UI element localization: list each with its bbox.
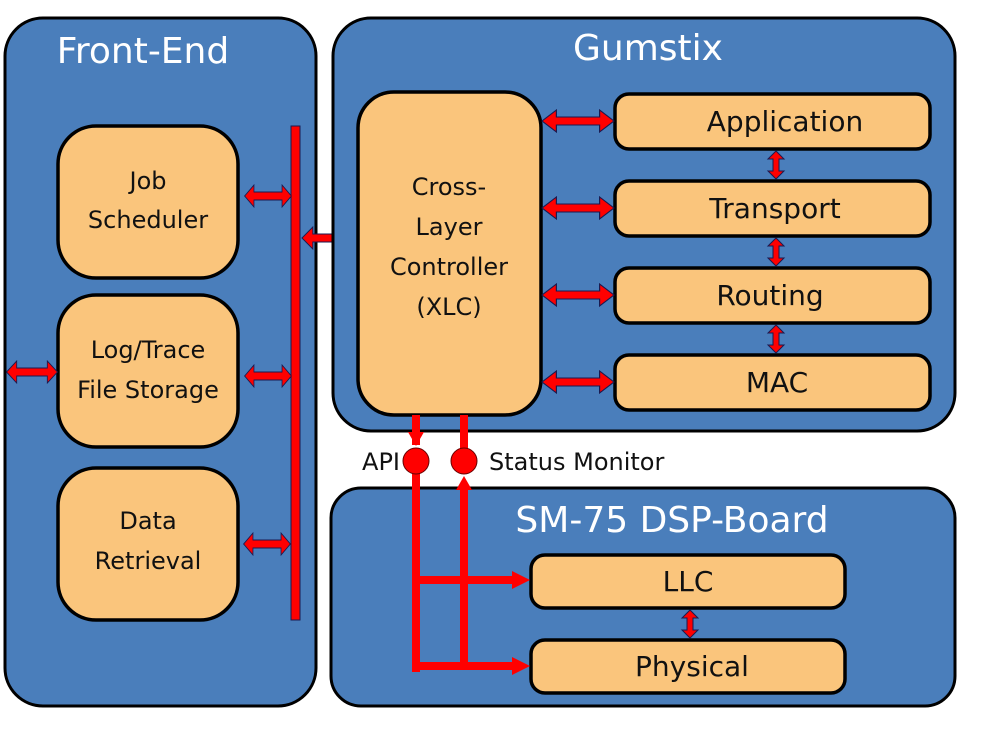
data-retrieval-box[interactable]: Data Retrieval: [56, 466, 240, 622]
gumstix-title: Gumstix: [573, 28, 723, 69]
physical-layer-box[interactable]: Physical: [529, 638, 847, 695]
llc-arrowhead: [512, 571, 530, 589]
xlc-box[interactable]: Cross- Layer Controller (XLC): [356, 90, 543, 417]
routing-label: Routing: [716, 279, 823, 312]
status-line-top: [460, 415, 468, 453]
front-end-bus: [290, 125, 301, 621]
xlc-line1: Cross-: [412, 173, 486, 201]
log-trace-line2: File Storage: [77, 376, 219, 404]
api-line-down: [412, 460, 420, 672]
api-dot-icon: [402, 447, 430, 475]
mac-layer-box[interactable]: MAC: [613, 353, 932, 412]
physical-arrowhead: [512, 657, 530, 675]
status-dot-icon: [450, 447, 478, 475]
api-arrowhead: [408, 432, 424, 446]
application-label: Application: [707, 105, 863, 138]
data-retrieval-line2: Retrieval: [95, 547, 202, 575]
xlc-line4: (XLC): [416, 293, 481, 321]
job-scheduler-box[interactable]: Job Scheduler: [56, 124, 240, 280]
status-line-down: [460, 484, 468, 666]
dsp-board-panel: SM-75 DSP-Board LLC Physical: [329, 486, 957, 708]
status-arrowhead: [456, 476, 472, 490]
api-label: API: [362, 448, 400, 476]
xlc-line2: Layer: [416, 213, 483, 241]
application-layer-box[interactable]: Application: [613, 92, 932, 151]
xlc-line3: Controller: [390, 253, 508, 281]
front-end-panel: Front-End Job Scheduler Log/Trace File S…: [3, 16, 318, 708]
transport-layer-box[interactable]: Transport: [613, 179, 932, 238]
front-end-title: Front-End: [57, 31, 229, 72]
gumstix-panel: Gumstix Cross- Layer Controller (XLC) Ap…: [331, 16, 957, 433]
job-scheduler-line1: Job: [128, 167, 167, 195]
mac-label: MAC: [746, 366, 808, 399]
log-trace-line1: Log/Trace: [91, 336, 206, 364]
transport-label: Transport: [708, 192, 840, 225]
status-monitor-label: Status Monitor: [489, 448, 664, 476]
llc-label: LLC: [663, 565, 714, 598]
api-line-top: [412, 415, 420, 445]
llc-layer-box[interactable]: LLC: [529, 553, 847, 610]
routing-layer-box[interactable]: Routing: [613, 266, 932, 325]
dsp-board-title: SM-75 DSP-Board: [515, 500, 828, 541]
xlc-dsp-connections: API Status Monitor: [362, 415, 664, 675]
physical-label: Physical: [635, 650, 749, 683]
data-retrieval-line1: Data: [119, 507, 176, 535]
log-trace-storage-box[interactable]: Log/Trace File Storage: [56, 293, 240, 449]
job-scheduler-line2: Scheduler: [88, 206, 208, 234]
